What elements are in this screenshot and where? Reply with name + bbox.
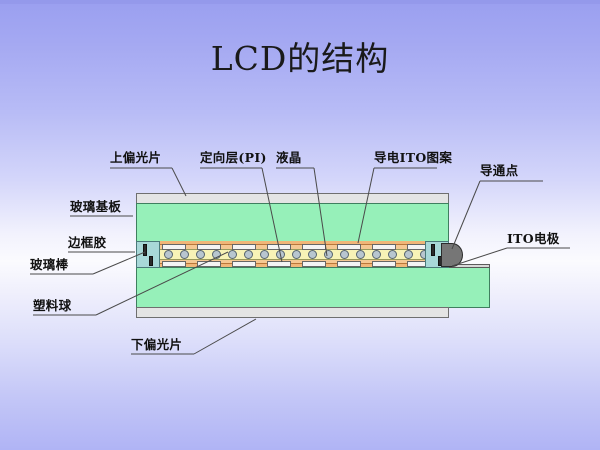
upper-glass-substrate [136, 203, 449, 242]
ito-pattern-block [232, 261, 256, 267]
label-ito-electrode: ITO电极 [507, 231, 560, 246]
glass-rod-left-lower [149, 256, 153, 266]
plastic-ball-spacer [244, 250, 253, 259]
plastic-ball-spacer [292, 250, 301, 259]
ito-pattern-block [337, 261, 361, 267]
ito-pattern-block [337, 244, 361, 250]
glass-rod-right-upper [431, 244, 435, 256]
plastic-ball-spacer [196, 250, 205, 259]
page-title: LCD的结构 [210, 39, 390, 78]
plastic-ball-spacer [308, 250, 317, 259]
plastic-ball-spacer [260, 250, 269, 259]
ito-pattern-block [372, 261, 396, 267]
plastic-ball-spacer [212, 250, 221, 259]
plastic-ball-spacer [228, 250, 237, 259]
ito-pattern-block [267, 261, 291, 267]
lower-polarizer-layer [136, 307, 449, 318]
conducting-dot-shape [441, 243, 463, 267]
label-ito-pattern: 导电ITO图案 [374, 150, 453, 165]
ito-pattern-block [372, 244, 396, 250]
plastic-ball-spacer [372, 250, 381, 259]
plastic-ball-spacer [356, 250, 365, 259]
ito-pattern-block [302, 244, 326, 250]
left-frame-seal [136, 241, 160, 268]
plastic-ball-spacer [404, 250, 413, 259]
label-glass-substrate: 玻璃基板 [70, 199, 122, 214]
label-frame-seal: 边框胶 [68, 235, 107, 250]
plastic-ball-spacer [164, 250, 173, 259]
label-upper-polarizer: 上偏光片 [110, 150, 162, 165]
label-alignment-layer: 定向层(PI) [200, 150, 267, 165]
label-glass-rod: 玻璃棒 [30, 257, 69, 272]
ito-pattern-block [162, 261, 186, 267]
label-lower-polarizer: 下偏光片 [131, 337, 183, 352]
ito-pattern-block [302, 261, 326, 267]
label-liquid-crystal: 液晶 [276, 150, 302, 165]
plastic-ball-spacer [388, 250, 397, 259]
ito-pattern-block [197, 244, 221, 250]
glass-rod-left-upper [143, 244, 147, 256]
ito-pattern-block [162, 244, 186, 250]
label-conducting-dot: 导通点 [480, 163, 519, 178]
plastic-ball-spacer [276, 250, 285, 259]
lower-glass-substrate [136, 267, 490, 308]
plastic-ball-spacer [340, 250, 349, 259]
ito-pattern-block [232, 244, 256, 250]
ito-pattern-block [197, 261, 221, 267]
label-plastic-ball: 塑料球 [33, 298, 72, 313]
plastic-ball-spacer [180, 250, 189, 259]
plastic-ball-spacer [324, 250, 333, 259]
